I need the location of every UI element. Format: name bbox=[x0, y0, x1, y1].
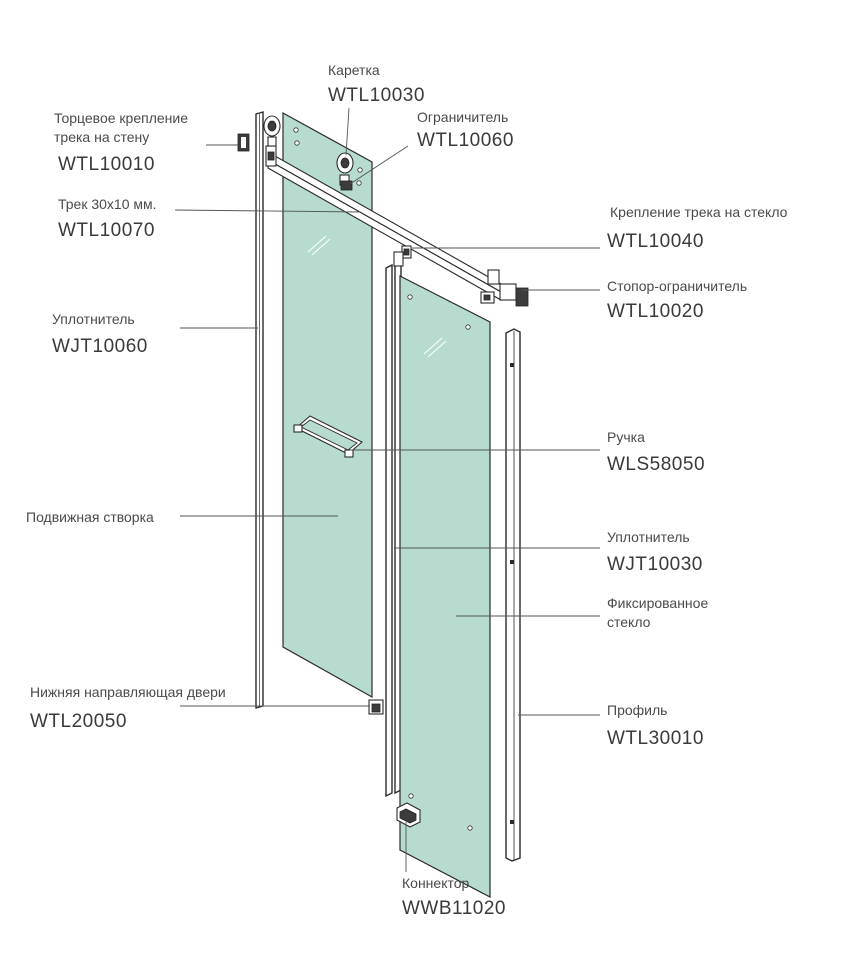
callout-uplotnitel-right-code: WJT10030 bbox=[607, 554, 703, 575]
leader-lines bbox=[174, 107, 600, 872]
callout-tortsevoe-code: WTL10010 bbox=[58, 154, 155, 175]
callout-uplotnitel-right-label: Уплотнитель bbox=[607, 529, 690, 545]
callout-nizhnyaya-label: Нижняя направляющая двери bbox=[30, 684, 226, 700]
callout-uplotnitel-left-code: WJT10060 bbox=[52, 336, 148, 357]
callout-podvizhnaya-label: Подвижная створка bbox=[26, 509, 154, 525]
callout-fiksirovannoe-label-line1: Фиксированное bbox=[607, 595, 708, 611]
callout-ogranichitel-label: Ограничитель bbox=[417, 109, 508, 125]
right-wall-profile bbox=[505, 328, 521, 862]
callout-ruchka-code: WLS58050 bbox=[607, 454, 705, 475]
callout-kreplenie-code: WTL10040 bbox=[607, 231, 704, 252]
callout-karetka-code: WTL10030 bbox=[328, 85, 425, 106]
track-stopper bbox=[340, 180, 353, 191]
callout-profil-code: WTL30010 bbox=[607, 728, 704, 749]
left-wall-seal bbox=[255, 111, 264, 709]
callout-uplotnitel-left-label: Уплотнитель bbox=[52, 311, 135, 327]
bottom-connector bbox=[396, 802, 421, 828]
callout-tortsevoe-label-line1: Торцевое крепление bbox=[54, 110, 188, 126]
callout-fiksirovannoe-label-line2: стекло bbox=[607, 614, 651, 630]
callout-konnektor-label: Коннектор bbox=[402, 875, 470, 891]
stop-limiter bbox=[480, 269, 529, 307]
callout-ruchka-label: Ручка bbox=[607, 429, 645, 445]
callout-kreplenie-label: Крепление трека на стекло bbox=[610, 204, 788, 220]
callout-nizhnyaya-code: WTL20050 bbox=[30, 711, 127, 732]
callout-stopor-code: WTL10020 bbox=[607, 301, 704, 322]
door-handle bbox=[293, 415, 363, 458]
callout-profil-label: Профиль bbox=[607, 702, 667, 718]
bottom-door-guide bbox=[368, 699, 384, 715]
callout-tortsevoe-label-line2: трека на стену bbox=[54, 129, 149, 145]
callout-karetka-label: Каретка bbox=[328, 62, 380, 78]
callout-trek-code: WTL10070 bbox=[58, 220, 155, 241]
movable-door-panel bbox=[282, 111, 373, 699]
callout-trek-label: Трек 30x10 мм. bbox=[58, 196, 157, 212]
callout-stopor-label: Стопор-ограничитель bbox=[607, 278, 747, 294]
carriage-rollers bbox=[263, 115, 354, 186]
fixed-glass-panel bbox=[399, 275, 491, 898]
callout-ogranichitel-code: WTL10060 bbox=[417, 130, 514, 151]
callout-konnektor-code: WWB11020 bbox=[402, 898, 506, 919]
